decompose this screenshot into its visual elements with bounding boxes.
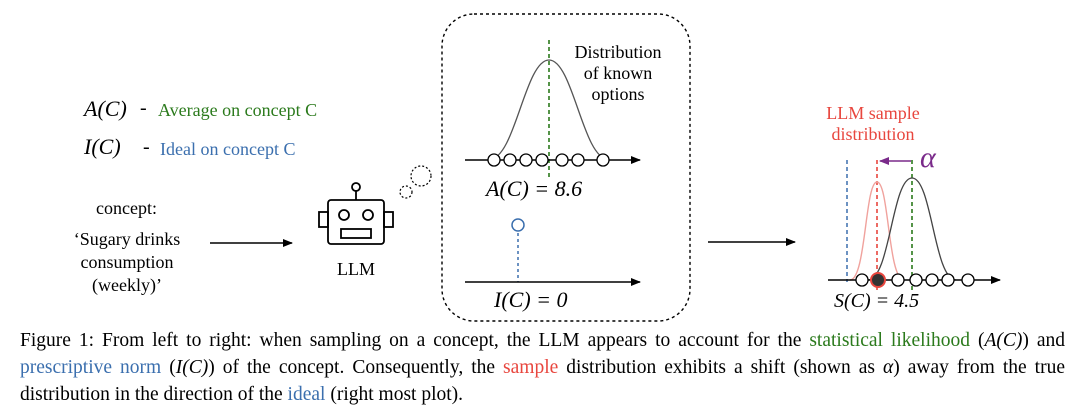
avg-readout: A(C) = 8.6 [486, 176, 583, 201]
distribution-label: Distribution of known options [563, 42, 673, 105]
caption-text: (right most plot). [325, 384, 464, 405]
caption-ideal: ideal [287, 384, 326, 405]
caption-text: ( [977, 330, 985, 351]
caption-math: I(C) [175, 357, 209, 378]
thought-bubble-medium [410, 165, 432, 187]
caption-text: distribution exhibits a shift (shown as [558, 357, 884, 378]
caption-prescriptive-norm: prescriptive norm [20, 357, 162, 378]
distribution-label-line: Distribution [574, 42, 662, 62]
caption-alpha: α [883, 357, 894, 378]
concept-heading: concept: [96, 198, 157, 218]
known-options-curve [489, 59, 609, 160]
caption-text: ) away from the true distribution in the… [20, 357, 1065, 405]
concept-text: ‘Sugary drinks consumption (weekly)’ [52, 228, 202, 297]
caption-math: A(C) [984, 330, 1023, 351]
concept-line: ‘Sugary drinks [73, 229, 181, 249]
llm-label: LLM [337, 259, 375, 279]
concept-line: consumption [80, 252, 174, 272]
ideal-legend-text: Ideal on concept C [160, 139, 296, 159]
avg-legend-text: Average on concept C [158, 100, 318, 120]
sample-curve [849, 181, 905, 281]
thought-box [441, 13, 691, 322]
caption-text: ) and [1022, 330, 1066, 351]
sample-readout: S(C) = 4.5 [834, 290, 920, 312]
caption-sample: sample [503, 357, 559, 378]
figure-caption: Figure 1: From left to right: when sampl… [20, 327, 1065, 408]
ideal-point [511, 218, 525, 232]
ideal-dash: - [143, 136, 150, 158]
caption-text: ( [161, 357, 176, 378]
sample-title-line: distribution [831, 124, 915, 144]
avg-dash: - [140, 97, 147, 119]
output-points [855, 273, 975, 287]
distribution-label-line: of known [583, 63, 653, 83]
figure-graphics [210, 13, 1001, 322]
robot-icon [318, 182, 394, 245]
concept-line: (weekly)’ [92, 275, 162, 295]
shift-alpha: α [920, 141, 936, 174]
avg-symbol: A(C) [84, 96, 127, 121]
ideal-readout: I(C) = 0 [494, 287, 568, 312]
caption-text: Figure 1: From left to right: when sampl… [20, 330, 810, 351]
sample-point [870, 272, 886, 288]
sample-distribution-title: LLM sample distribution [808, 103, 938, 145]
known-options-points [487, 153, 610, 167]
caption-statistical-likelihood: statistical likelihood [809, 330, 971, 351]
sample-title-line: LLM sample [826, 103, 920, 123]
caption-text: ) of the concept. Consequently, the [208, 357, 504, 378]
thought-bubble-small [399, 185, 413, 199]
true-distribution-curve [867, 177, 957, 281]
figure-1: A(C) - Average on concept C I(C) - Ideal… [52, 13, 1001, 322]
distribution-label-line: options [591, 84, 645, 104]
ideal-symbol: I(C) [84, 134, 121, 159]
